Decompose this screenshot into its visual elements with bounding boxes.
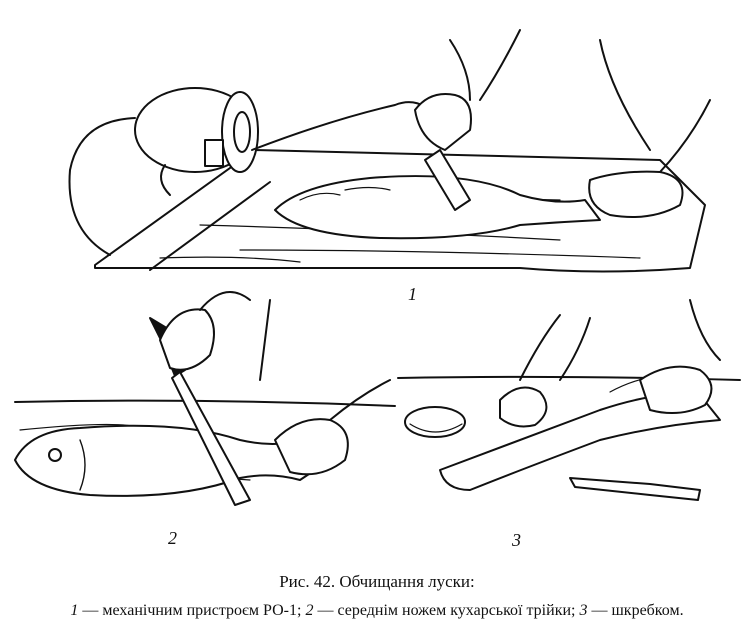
legend-text-3: — шкребком. (587, 602, 684, 619)
figure-caption-title: Рис. 42. Обчищання луски: (279, 572, 475, 591)
panel-2-kitchen-knife (14, 291, 396, 506)
legend-num-1: 1 (70, 602, 79, 619)
legend-text-2: — середнім ножем кухарської трійки; (313, 602, 580, 619)
legend-text-1: — механічним пристроєм РО-1; (78, 602, 306, 619)
panel-label-3: 3 (512, 530, 521, 550)
panel-1-mechanical-device (68, 29, 711, 273)
panel-3-scraper (397, 299, 741, 501)
figure-illustration (14, 29, 741, 506)
panel-label-1: 1 (408, 284, 417, 304)
legend-num-2: 2 (305, 602, 314, 619)
legend-num-3: 3 (579, 602, 588, 619)
panel-label-2: 2 (168, 528, 177, 548)
figure-caption-legend: 1 — механічним пристроєм РО-1; 2 — серед… (0, 602, 754, 620)
